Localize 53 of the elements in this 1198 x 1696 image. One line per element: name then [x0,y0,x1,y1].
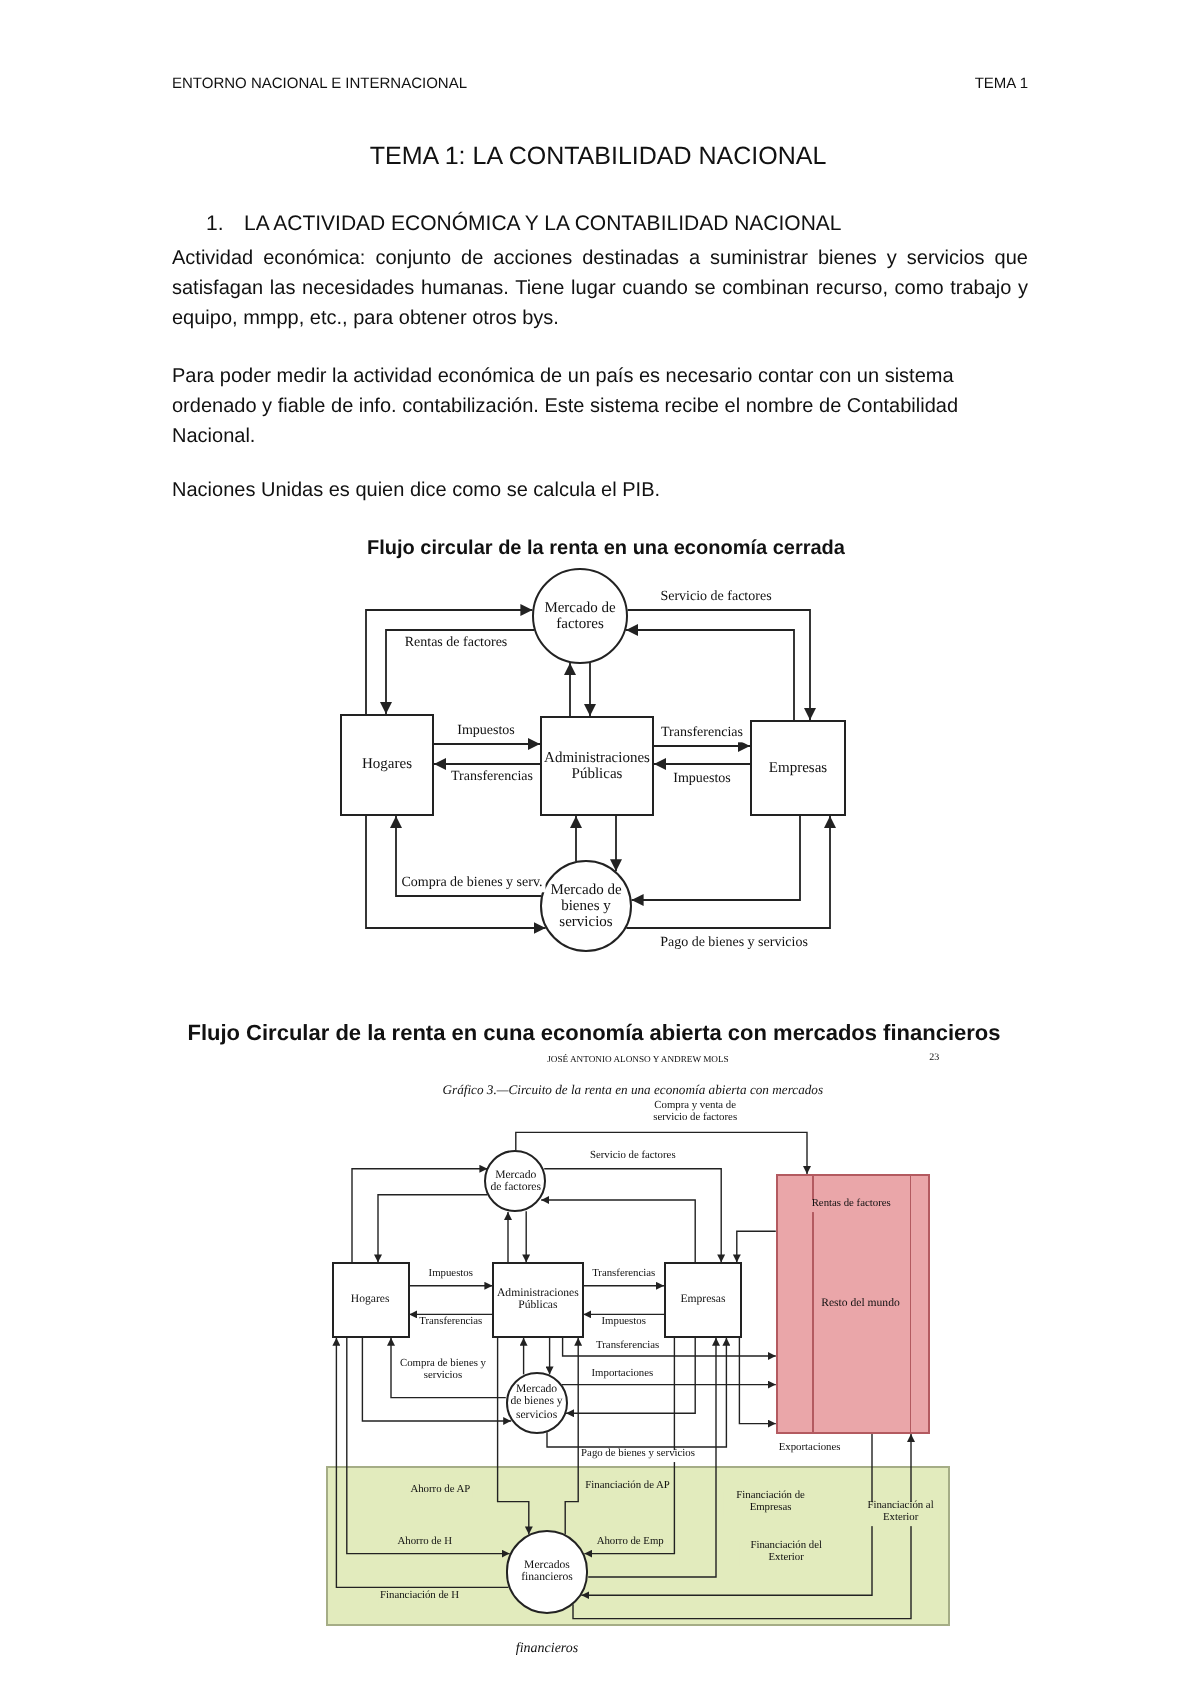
flow-arrow [565,1337,696,1418]
flow-arrow [408,1310,494,1319]
flow-arrow [504,1211,512,1264]
flow-arrow [572,1433,915,1620]
flow-arrow [433,758,541,770]
flow-arrow [738,1337,777,1428]
flow-arrow [374,1194,489,1264]
flow-arrow [365,815,547,934]
flow-arrow [653,740,751,752]
flow-arrow [351,1164,489,1264]
flow-arrow [583,1337,676,1558]
flow-arrow [380,629,535,715]
flow-arrow [570,815,582,863]
flow-arrow [564,1337,583,1536]
list-number: 1. [206,212,224,236]
flow-arrow [545,1337,554,1376]
flow-arrow [519,1337,528,1376]
flow-arrow [515,1131,811,1175]
flow-arrow [408,1281,494,1290]
flow-arrow [540,1196,696,1264]
flow-arrow [365,604,534,715]
flow-arrow [564,662,576,717]
flow-arrow [561,1337,777,1360]
flow-arrow [587,1337,720,1578]
paragraph: Actividad económica: conjunto de acciones destinadas a suministrar bienes y servicios que satisfagan las necesidades humanas. Tiene lugar cuando se combinan recurso, como trabajo y equipo, mmpp, etc., para obtener otros bys. [172,246,1028,334]
flow-arrow [582,1310,665,1319]
flow-arrow [625,815,836,929]
flow-arrow [387,1337,507,1399]
flow-arrow [610,815,622,873]
paragraph: Naciones Unidas es quien dice como se calcula el PIB. [172,480,661,502]
flow-arrow [546,1337,731,1448]
paragraph: Para poder medir la actividad económica de un país es necesario contar con un sistema ordenado y fiable de info. contabilización. Este sistema recibe el nombre de Contabilidad Nacional. [172,364,961,452]
figure-title: Flujo Circular de la renta en cuna economía abierta con mercados financieros [185,1022,1003,1046]
flow-arrow [496,1337,533,1536]
flow-arrow [561,1380,777,1389]
flow-arrow [361,1337,512,1425]
flow-arrow [390,815,543,897]
flow-arrow [522,1210,531,1264]
flow-arrow [580,1433,873,1600]
page-title: TEMA 1: LA CONTABILIDAD NACIONAL [367,142,829,170]
flow-arrow [626,609,816,721]
figure-title: Flujo circular de la renta en una economía cerrada [365,538,847,560]
flow-arrow [332,1337,510,1589]
flow-arrow [732,1230,777,1264]
flow-arrow [584,662,596,717]
flow-arrow [433,738,541,750]
flow-arrow [543,1168,726,1264]
flow-arrow [653,758,751,770]
flow-arrow [582,1281,665,1290]
flow-arrow [625,624,795,721]
section-heading: LA ACTIVIDAD ECONÓMICA Y LA CONTABILIDAD NACIONAL [244,212,842,236]
flow-arrow [630,815,801,906]
flow-arrow [346,1337,511,1558]
